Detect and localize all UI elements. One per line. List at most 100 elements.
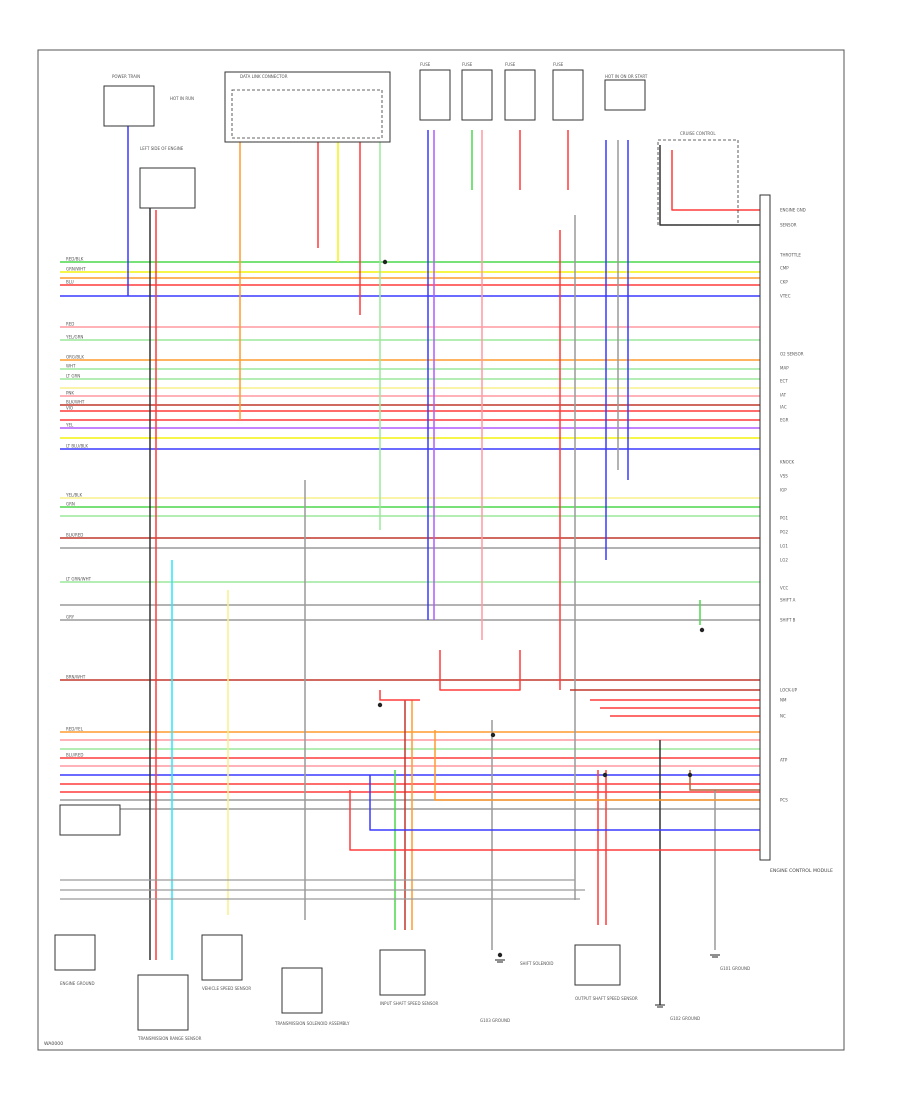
wire-color-label-4: RED	[66, 322, 74, 327]
ecm-pin-label-8: MAP	[780, 366, 789, 371]
component-label-4: FUSE	[462, 62, 473, 67]
ecm-pin-label-3: THROTTLE	[779, 253, 801, 258]
component-label-11: VEHICLE SPEED SENSOR	[202, 986, 251, 991]
component-label-18: G103 GROUND	[480, 1018, 510, 1023]
ecm-pin-label-13: KNOCK	[780, 460, 795, 465]
component-box-5	[504, 69, 536, 121]
wire-color-label-5: YEL/GRN	[65, 335, 83, 340]
wire-color-label-7: WHT	[66, 364, 76, 369]
diagram-border	[37, 49, 845, 1051]
component-label-3: FUSE	[420, 62, 431, 67]
ecm-pin-label-12: EGR	[780, 418, 789, 423]
ecm-pin-label-19: LG2	[780, 558, 788, 563]
wire-color-label-17: LT GRN/WHT	[66, 577, 92, 582]
wire-color-label-2: GRN/WHT	[66, 267, 86, 272]
ecm-pin-label-16: PG1	[780, 516, 789, 521]
wire-color-label-9: PNK	[66, 391, 74, 396]
wire-color-label-21: BLU/RED	[66, 753, 83, 758]
footer-code: WA0000	[44, 1041, 63, 1047]
wire-color-label-16: BLK/RED	[66, 533, 83, 538]
routed-wire-2	[671, 150, 770, 211]
ecm-pin-label-17: PG2	[780, 530, 789, 535]
component-label-2: HOT IN RUN	[170, 96, 194, 101]
splice-point-4	[490, 732, 496, 738]
component-box-3	[419, 69, 451, 121]
ecm-pin-label-22: SHIFT B	[780, 618, 796, 623]
component-box-11	[201, 934, 243, 981]
component-box-15	[59, 804, 121, 836]
ecm-pin-label-7: O2 SENSOR	[780, 352, 804, 357]
routed-wire-10	[369, 775, 770, 831]
routed-wire-11	[434, 730, 770, 801]
component-label-7: HOT IN ON OR START	[605, 74, 648, 79]
routed-wire-9	[349, 790, 770, 851]
wire-color-label-13: LT BLU/BLK	[66, 444, 88, 449]
component-label-16: G102 GROUND	[670, 1016, 700, 1021]
ecm-pin-label-18: LG1	[780, 544, 788, 549]
ecm-pin-label-2: SENSOR	[780, 223, 797, 228]
component-box-10	[137, 974, 189, 1031]
component-box-13	[379, 949, 426, 996]
routed-wire-12	[689, 770, 770, 791]
wire-color-label-3: BLU	[66, 280, 74, 285]
wire-color-label-12: YEL	[65, 423, 74, 428]
ecm-pin-label-14: VSS	[780, 474, 788, 479]
component-label-20: LEFT SIDE OF ENGINE	[140, 146, 184, 151]
relay-group	[657, 139, 739, 226]
routed-wire-3	[439, 650, 521, 691]
wire-color-label-6: ORG/BLK	[66, 355, 84, 360]
ecm-pin-label-6: VTEC	[780, 294, 791, 299]
component-box-12	[281, 967, 323, 1014]
component-label-10: TRANSMISSION RANGE SENSOR	[137, 1036, 202, 1041]
ecm-pin-label-24: NM	[780, 698, 787, 703]
splice-point-1	[382, 259, 388, 265]
wire-color-label-1: RED/BLK	[66, 257, 84, 262]
ecm-connector	[759, 194, 771, 861]
component-box-9	[54, 934, 96, 971]
ecm-pin-label-23: LOCK-UP	[780, 688, 798, 693]
data-link-group	[231, 89, 383, 139]
ecm-pin-label-9: ECT	[780, 379, 788, 384]
component-box-14	[574, 944, 621, 986]
splice-point-3	[687, 772, 693, 778]
ecm-pin-label-1: ENGINE GND	[780, 208, 806, 213]
component-box-2	[224, 71, 391, 143]
routed-wire-4	[379, 690, 420, 701]
ecm-pin-label-20: VCC	[780, 586, 789, 591]
component-box-1	[103, 85, 155, 127]
wire-color-label-19: BRN/WHT	[66, 675, 86, 680]
ecm-pin-label-26: ATP	[780, 758, 788, 763]
wire-color-label-11: VIO	[66, 406, 73, 411]
wire-layer	[60, 120, 770, 1005]
splice-point-2	[602, 772, 608, 778]
splice-point-7	[497, 952, 503, 958]
ground-icon-1	[655, 1004, 665, 1008]
ecm-pin-label-27: PCS	[780, 798, 788, 803]
component-label-12: TRANSMISSION SOLENOID ASSEMBLY	[274, 1021, 350, 1026]
ecm-label: ENGINE CONTROL MODULE	[770, 868, 833, 874]
wire-color-label-15: GRN	[66, 502, 75, 507]
splice-point-6	[699, 627, 705, 633]
wire-color-label-8: LT GRN	[66, 374, 80, 379]
wire-color-label-10: BLK/WHT	[66, 400, 85, 405]
component-label-5: FUSE	[505, 62, 516, 67]
component-label-13: INPUT SHAFT SPEED SENSOR	[380, 1001, 439, 1006]
ecm-pin-label-15: IGP	[780, 488, 787, 493]
ecm-pin-label-5: CKP	[780, 280, 788, 285]
ecm-pin-label-4: CMP	[780, 266, 789, 271]
ecm-pin-label-11: IAC	[780, 405, 787, 410]
wire-color-label-18: GRY	[66, 615, 75, 620]
component-label-1: POWER TRAIN	[112, 74, 140, 79]
component-label-15: SHIFT SOLENOID	[520, 961, 554, 966]
component-label-17: G101 GROUND	[720, 966, 750, 971]
component-label-9: CRUISE CONTROL	[680, 131, 716, 136]
splice-point-5	[377, 702, 383, 708]
component-label-19: ENGINE GROUND	[60, 981, 95, 986]
component-box-6	[552, 69, 584, 121]
component-box-4	[461, 69, 493, 121]
ground-icon-2	[710, 954, 720, 958]
wire-color-label-20: RED/YEL	[66, 727, 84, 732]
